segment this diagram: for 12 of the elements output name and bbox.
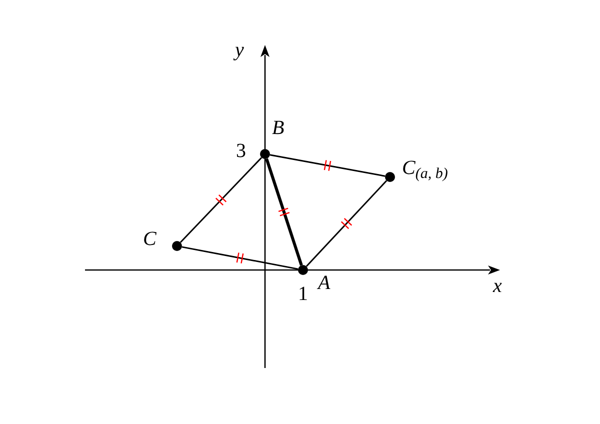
axis-label: x — [493, 276, 502, 296]
line-segment — [182, 246, 298, 270]
point-label: C — [143, 229, 156, 249]
line-segment — [306, 180, 388, 267]
line-segment — [180, 157, 262, 243]
line-segment — [270, 154, 386, 177]
line-segment — [265, 158, 303, 266]
tick-label: 3 — [236, 141, 246, 161]
point-label: B — [272, 118, 284, 138]
point-label: A — [318, 273, 330, 293]
tick-label: 1 — [298, 284, 308, 304]
axis-label: y — [235, 40, 244, 60]
